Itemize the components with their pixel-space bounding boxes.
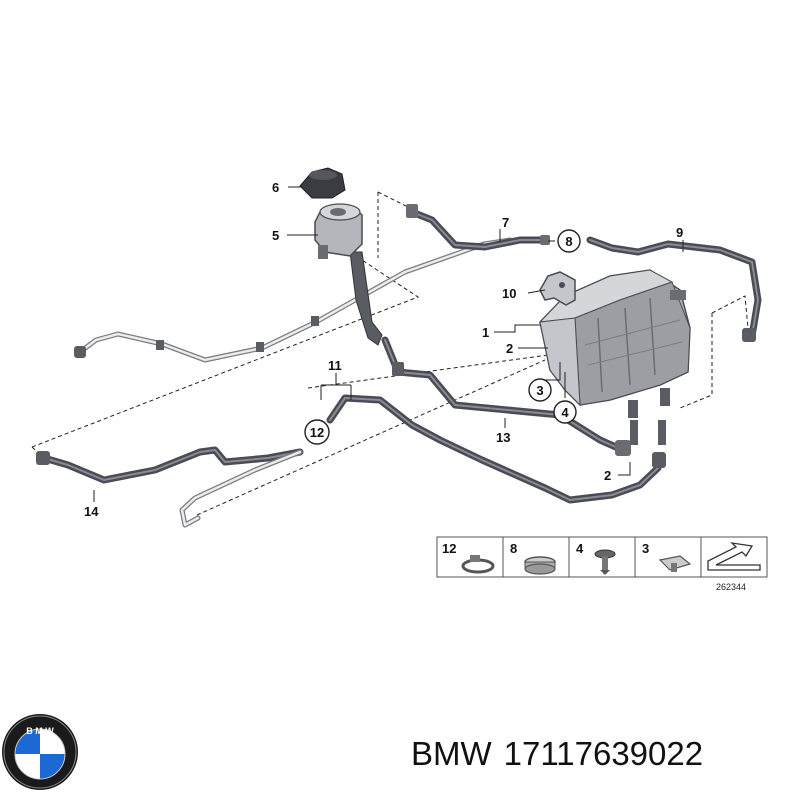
brand-name: BMW (411, 735, 492, 772)
callout-2: 2 (506, 341, 513, 356)
diagram-number: 262344 (716, 582, 746, 592)
callout-12: 12 (310, 425, 324, 440)
filler-cap (299, 167, 346, 199)
callout-6: 6 (272, 180, 279, 195)
leader-lines (93, 186, 684, 502)
hose-7 (406, 204, 550, 251)
vent-line-upper (74, 237, 513, 363)
bracket-10 (539, 271, 576, 306)
callout-10: 10 (502, 286, 516, 301)
part-caption: BMW 17117639022 (411, 735, 791, 785)
line-connector (74, 346, 86, 358)
parts-legend: 12 8 4 3 262344 (436, 536, 768, 592)
filler-neck (314, 203, 383, 346)
callout-5: 5 (272, 228, 279, 243)
hose-9 (586, 236, 762, 342)
hose-14 (36, 446, 304, 528)
callout-14: 14 (84, 504, 99, 519)
callout-8: 8 (565, 234, 572, 249)
callout-11: 11 (328, 358, 342, 373)
part-number: 17117639022 (503, 735, 704, 772)
expanding-rivet-icon (594, 549, 616, 575)
clip-nut-icon (658, 555, 692, 572)
svg-text:B M W: B M W (26, 726, 54, 736)
callout-2b: 2 (604, 468, 611, 483)
hose-12 (326, 394, 666, 504)
expansion-tank (538, 269, 691, 445)
legend-label-4: 4 (576, 541, 584, 556)
callout-labels: 6 5 7 9 10 1 2 11 13 2 14 (84, 180, 683, 519)
callout-13: 13 (496, 430, 510, 445)
callout-4: 4 (561, 405, 569, 420)
hose-clamp-icon (461, 555, 495, 574)
legend-label-12: 12 (442, 541, 456, 556)
callout-1: 1 (482, 325, 489, 340)
bmw-roundel-icon: B M W (2, 714, 78, 790)
arrow-direction-icon (707, 542, 761, 571)
band-clamp-icon (524, 556, 556, 575)
legend-label-3: 3 (642, 541, 649, 556)
callout-7: 7 (502, 215, 509, 230)
legend-label-8: 8 (510, 541, 517, 556)
circled-callouts: 8 3 4 12 (304, 229, 581, 445)
callout-3: 3 (536, 383, 543, 398)
callout-9: 9 (676, 225, 683, 240)
hose-13 (381, 336, 631, 456)
